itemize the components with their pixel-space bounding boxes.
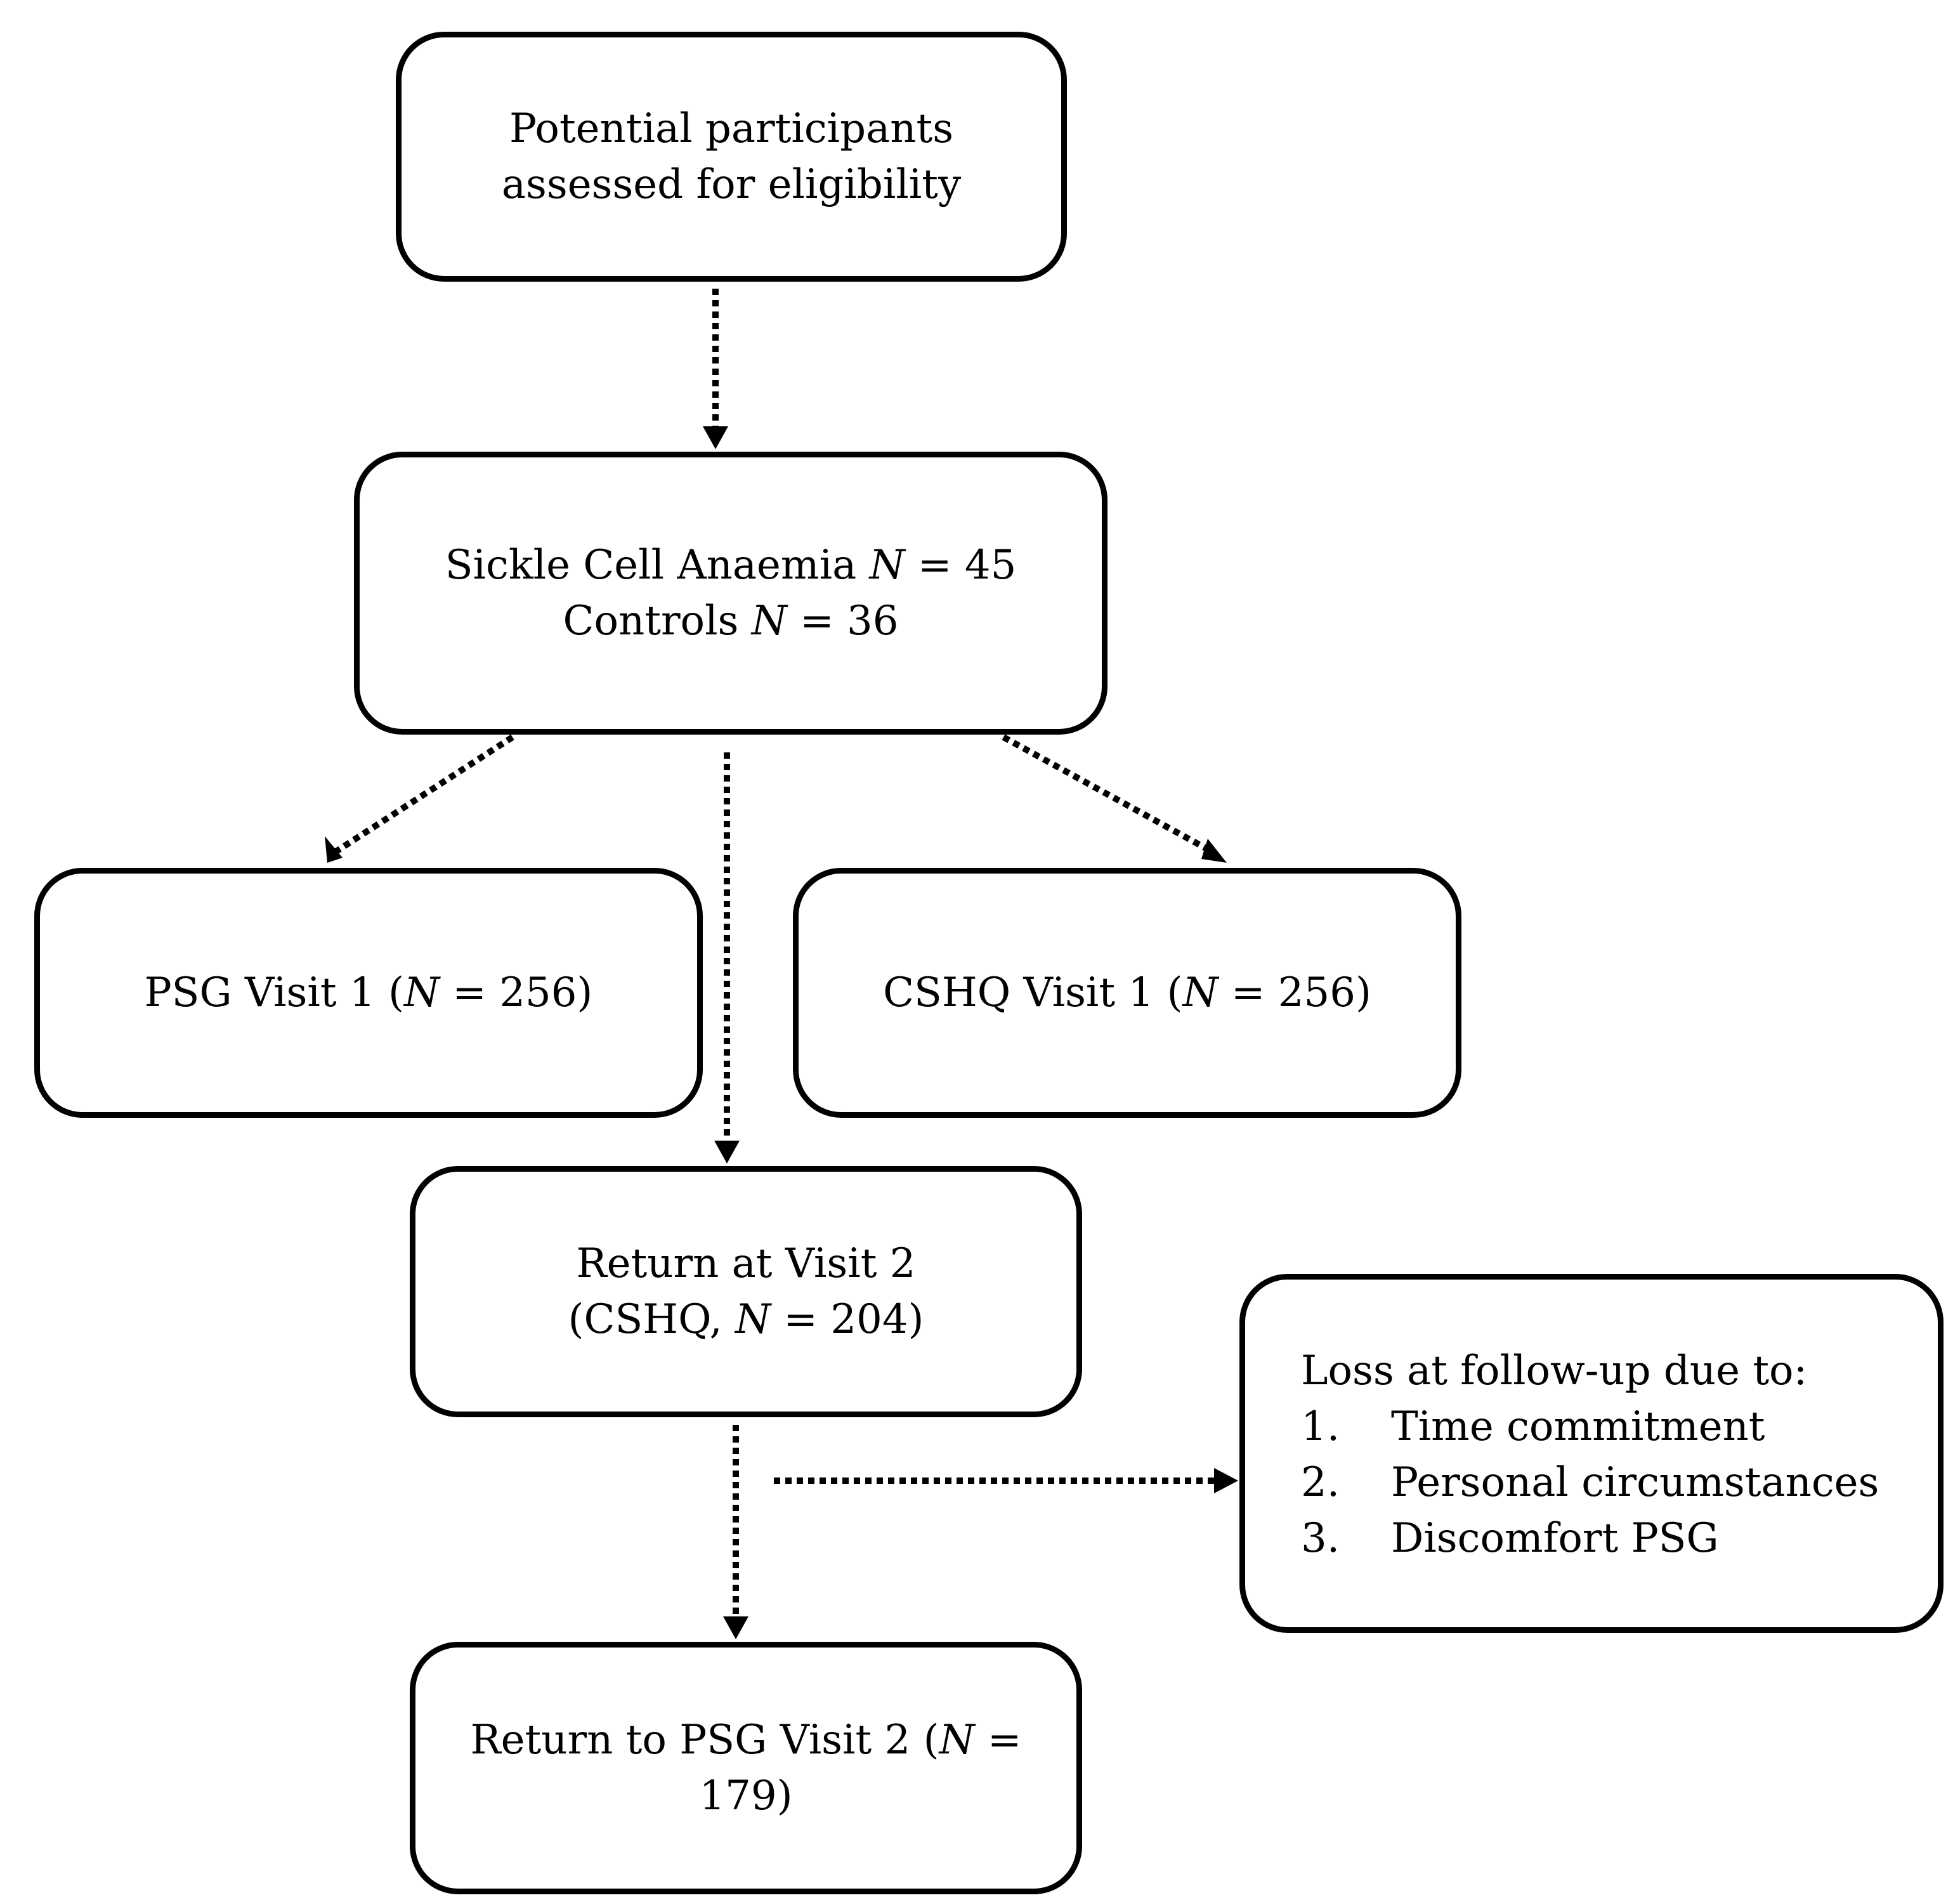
loss-reason-text: Time commitment [1391, 1403, 1765, 1450]
psg-visit1-n-symbol: N [403, 969, 440, 1016]
psg-visit1-label: PSG Visit 1 (N = 256) [145, 965, 593, 1021]
loss-reason-number: 1. [1301, 1403, 1340, 1450]
arrowhead-to-loss [1214, 1468, 1238, 1493]
cshq-visit1-count: = 256) [1218, 969, 1371, 1016]
cshq-visit1-n-symbol: N [1182, 969, 1218, 1016]
psg-visit1-pre: PSG Visit 1 ( [144, 969, 404, 1016]
arrowhead-enrolled-to-visit2 [714, 1141, 740, 1163]
enrolled-box: Sickle Cell Anaemia N = 45 Controls N = … [354, 452, 1107, 735]
sca-count-line: Sickle Cell Anaemia N = 45 [445, 537, 1017, 593]
arrowhead-enrolled-to-psg1 [325, 836, 343, 863]
controls-label: Controls [563, 598, 752, 645]
eligibility-line-1: Potential participants [509, 105, 954, 152]
loss-followup-box: Loss at follow-up due to: 1. Time commit… [1239, 1274, 1944, 1633]
visit2-line-2: (CSHQ, N = 204) [568, 1292, 924, 1347]
loss-reason-item: 1. Time commitment [1301, 1399, 1879, 1455]
eligibility-line-2: assessed for eligibility [501, 161, 962, 208]
loss-title: Loss at follow-up due to: [1301, 1347, 1808, 1394]
visit2-n-symbol: N [735, 1296, 771, 1343]
psg-visit1-count: = 256) [439, 969, 593, 1016]
sca-n-symbol: N [869, 542, 905, 589]
sca-label: Sickle Cell Anaemia [445, 542, 870, 589]
cshq-visit1-box: CSHQ Visit 1 (N = 256) [793, 868, 1461, 1118]
arrow-enrolled-to-cshq1 [1002, 734, 1213, 855]
controls-count: = 36 [787, 598, 899, 645]
arrowhead-enrolled-to-cshq1 [1201, 839, 1227, 863]
psg-visit2-n-symbol: N [939, 1717, 975, 1764]
psg-visit2-box: Return to PSG Visit 2 (N = 179) [410, 1642, 1082, 1894]
visit2-pre: (CSHQ, [568, 1296, 736, 1343]
loss-reason-text: Discomfort PSG [1391, 1515, 1719, 1562]
eligibility-box: Potential participants assessed for elig… [396, 32, 1067, 282]
psg-visit2-equals: = [974, 1717, 1022, 1764]
loss-reason-number: 3. [1301, 1515, 1340, 1562]
cshq-visit1-label: CSHQ Visit 1 (N = 256) [883, 965, 1371, 1021]
loss-reason-text: Personal circumstances [1391, 1459, 1879, 1506]
loss-reason-item: 2. Personal circumstances [1301, 1455, 1879, 1510]
arrowhead-visit2-to-psg2 [723, 1616, 748, 1639]
arrowhead-eligibility-to-enrolled [703, 426, 728, 449]
visit2-box: Return at Visit 2 (CSHQ, N = 204) [410, 1166, 1082, 1417]
sca-count: = 45 [905, 542, 1017, 589]
cshq-visit1-pre: CSHQ Visit 1 ( [883, 969, 1183, 1016]
controls-n-symbol: N [751, 598, 787, 645]
psg-visit2-line-2: 179) [699, 1772, 793, 1819]
visit2-count: = 204) [771, 1296, 924, 1343]
visit2-line-1: Return at Visit 2 [576, 1240, 916, 1287]
arrow-enrolled-to-psg1 [334, 734, 514, 855]
loss-reason-number: 2. [1301, 1459, 1340, 1506]
psg-visit1-box: PSG Visit 1 (N = 256) [34, 868, 703, 1118]
psg-visit2-line-1: Return to PSG Visit 2 (N = [470, 1712, 1021, 1768]
controls-count-line: Controls N = 36 [563, 593, 899, 649]
psg-visit2-pre: Return to PSG Visit 2 ( [470, 1717, 939, 1764]
loss-reason-item: 3. Discomfort PSG [1301, 1510, 1879, 1566]
